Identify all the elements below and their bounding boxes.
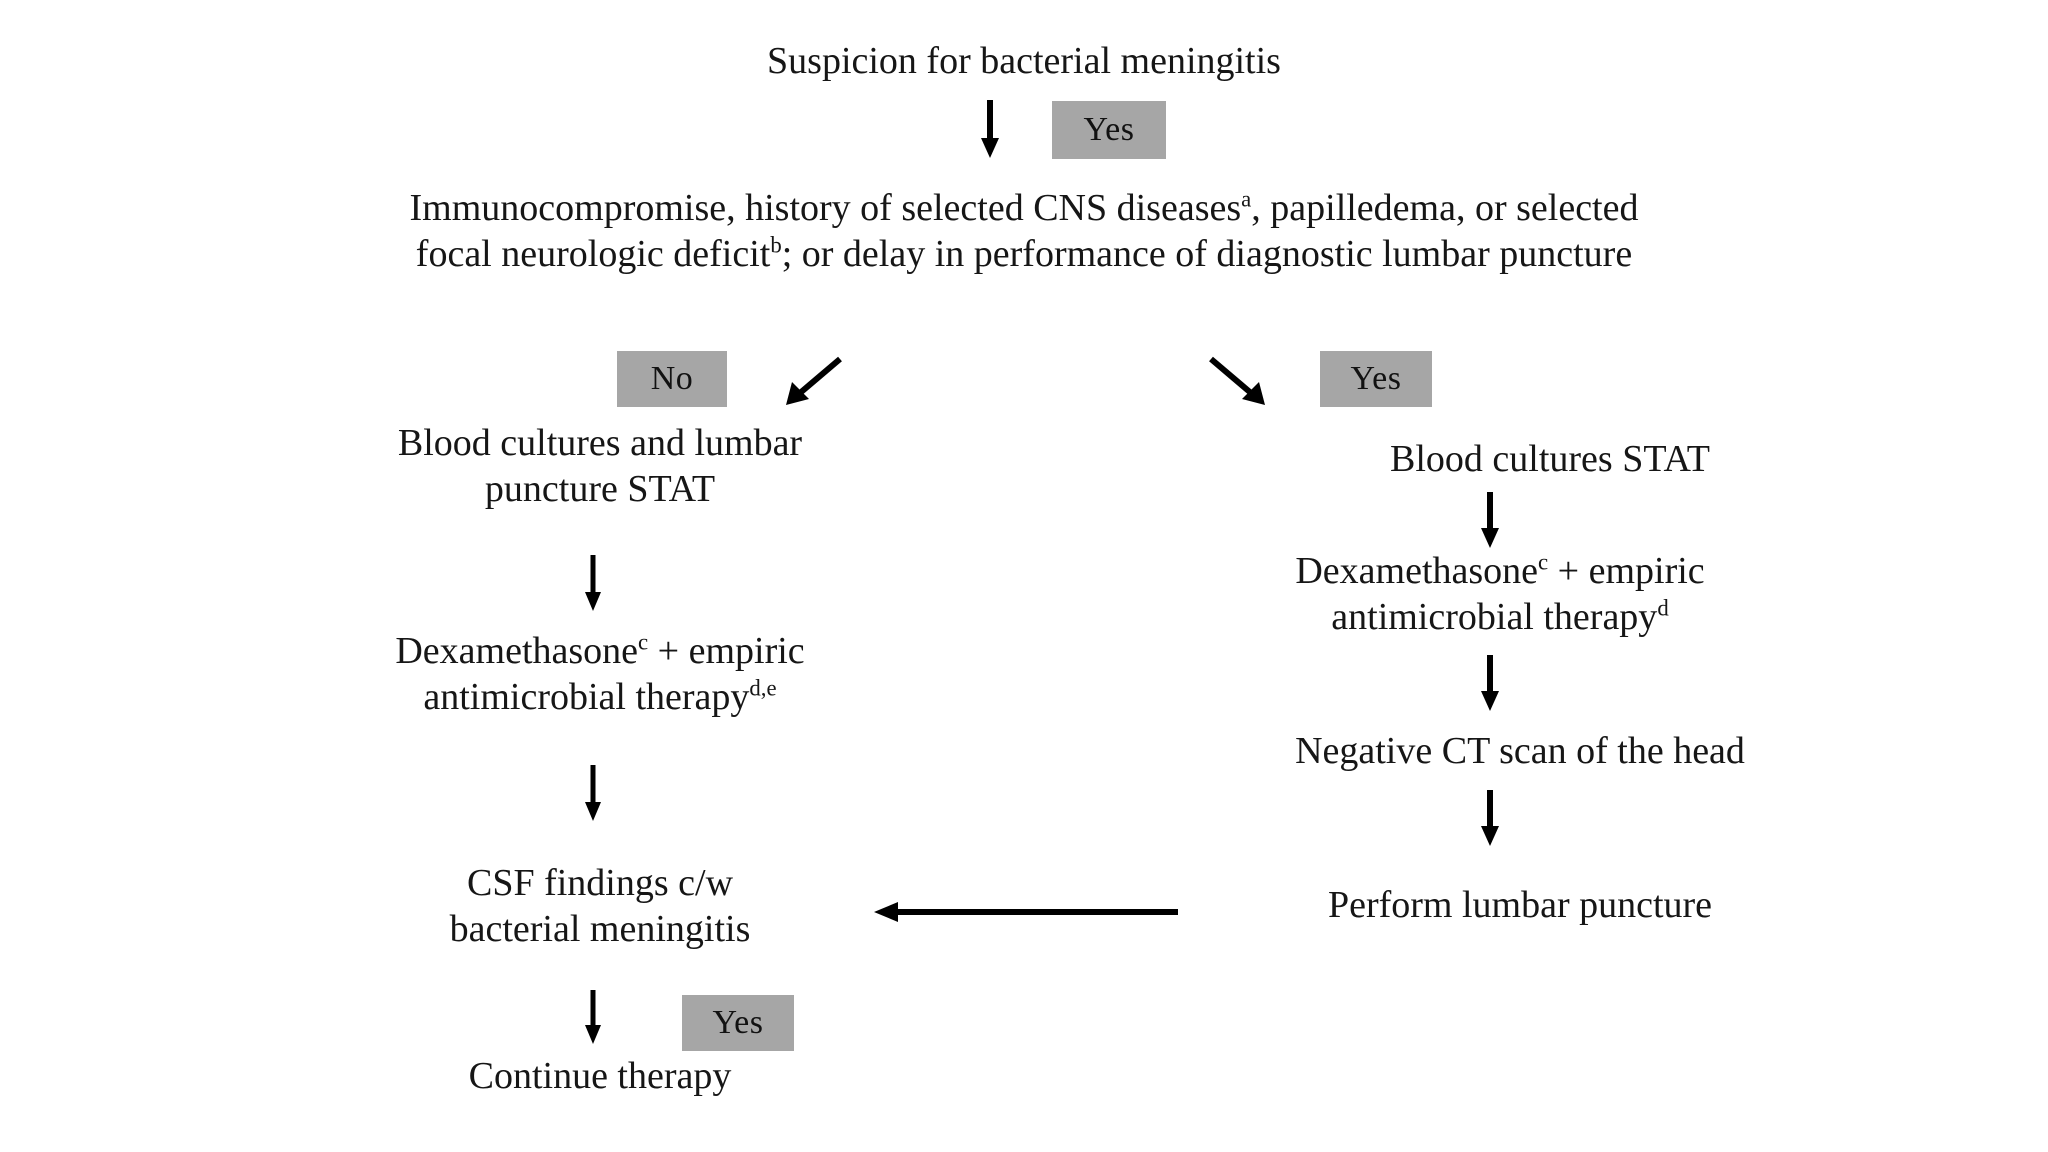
node-csf-findings-line-2: bacterial meningitis <box>449 908 751 951</box>
node-csf-findings-line-1: CSF findings c/w <box>466 862 734 904</box>
node-left-dexamethasone: Dexamethasonec + empiric antimicrobial t… <box>255 628 945 721</box>
arrow-lumbar-puncture-to-csf <box>874 902 1178 922</box>
badge-branch-yes: Yes <box>1320 351 1432 407</box>
node-lumbar-puncture: Perform lumbar puncture <box>1180 882 1860 928</box>
badge-branch-yes-label: Yes <box>1350 360 1402 397</box>
right-dex-text-b: + empiric <box>1548 550 1705 592</box>
right-dex-text-c: antimicrobial therapy <box>1331 596 1658 639</box>
footnote-marker-c-right: c <box>1538 549 1549 575</box>
node-left-dexamethasone-line-2: antimicrobial therapyd,e <box>255 674 945 720</box>
badge-branch-no: No <box>617 351 727 407</box>
arrow-right-cultures-to-dex <box>1481 492 1499 548</box>
left-dex-text-c: antimicrobial therapy <box>423 676 750 719</box>
node-start: Suspicion for bacterial meningitis <box>0 38 2048 84</box>
node-csf-findings: CSF findings c/w bacterial meningitis <box>310 860 890 953</box>
arrow-left-dex-to-csf <box>585 765 601 821</box>
node-left-dexamethasone-line-1: Dexamethasonec + empiric <box>255 628 945 674</box>
footnote-marker-d-right: d <box>1657 595 1669 621</box>
node-start-label: Suspicion for bacterial meningitis <box>767 40 1281 82</box>
arrow-right-dex-to-ct <box>1481 655 1499 711</box>
node-left-blood-cultures-line-1: Blood cultures and lumbar <box>397 422 803 464</box>
node-right-blood-cultures-label: Blood cultures STAT <box>1390 438 1710 480</box>
badge-start-yes: Yes <box>1052 101 1166 159</box>
node-left-blood-cultures: Blood cultures and lumbar puncture STAT <box>280 420 920 513</box>
badge-csf-yes: Yes <box>682 995 794 1051</box>
badge-start-yes-label: Yes <box>1083 111 1135 148</box>
left-dex-text-a: Dexamethasone <box>395 630 639 672</box>
footnote-marker-de-left: d,e <box>749 675 777 701</box>
node-decision-criteria: Immunocompromise, history of selected CN… <box>0 185 2048 278</box>
decision-text-a: Immunocompromise, history of selected CN… <box>409 187 1242 229</box>
node-continue-therapy: Continue therapy <box>300 1053 900 1099</box>
footnote-marker-c-left: c <box>638 629 649 655</box>
decision-text-b: focal neurologic deficit <box>415 233 771 276</box>
badge-branch-no-label: No <box>650 360 694 397</box>
footnote-marker-a: a <box>1241 186 1252 212</box>
node-right-dexamethasone: Dexamethasonec + empiric antimicrobial t… <box>1190 548 1810 641</box>
decision-text-a2: , papilledema, or selected <box>1251 187 1639 229</box>
node-lumbar-puncture-label: Perform lumbar puncture <box>1327 884 1713 926</box>
node-decision-line-2: focal neurologic deficitb; or delay in p… <box>0 231 2048 277</box>
arrow-csf-to-continue <box>585 990 601 1044</box>
arrow-ct-to-lumbar-puncture <box>1481 790 1499 846</box>
node-decision-line-1: Immunocompromise, history of selected CN… <box>0 185 2048 231</box>
node-ct-scan: Negative CT scan of the head <box>1180 728 1860 774</box>
badge-csf-yes-label: Yes <box>712 1004 764 1041</box>
node-right-dexamethasone-line-1: Dexamethasonec + empiric <box>1190 548 1810 594</box>
node-right-dexamethasone-line-2: antimicrobial therapyd <box>1190 594 1810 640</box>
arrow-decision-to-left-branch <box>786 356 842 405</box>
arrow-left-cultures-to-dex <box>585 555 601 611</box>
node-continue-therapy-label: Continue therapy <box>468 1055 732 1097</box>
left-dex-text-b: + empiric <box>648 630 805 672</box>
right-dex-text-a: Dexamethasone <box>1295 550 1539 592</box>
arrow-decision-to-right-branch <box>1209 356 1265 405</box>
footnote-marker-b: b <box>770 232 782 258</box>
node-left-blood-cultures-line-2: puncture STAT <box>484 468 716 511</box>
node-ct-scan-label: Negative CT scan of the head <box>1295 730 1745 772</box>
node-right-blood-cultures: Blood cultures STAT <box>1240 436 1860 482</box>
arrow-start-to-decision <box>981 100 999 158</box>
decision-text-b2: ; or delay in performance of diagnostic … <box>781 233 1633 276</box>
